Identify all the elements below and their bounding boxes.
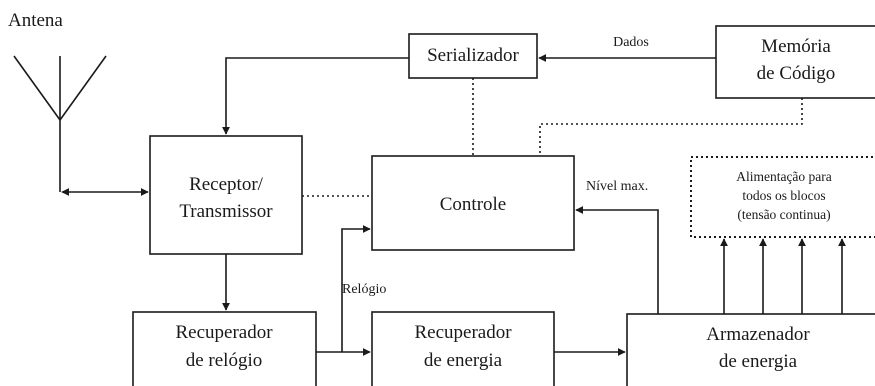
clock-recovery-label-line1: Recuperador xyxy=(175,322,273,343)
max-level-arrow xyxy=(575,206,659,314)
serializer-box xyxy=(408,33,538,79)
memory-control-dotted-link xyxy=(539,98,803,156)
transceiver-label-line1: Receptor/ xyxy=(189,174,264,195)
power-supply-label-line1: Alimentação para xyxy=(736,169,832,184)
power-supply-box xyxy=(690,156,875,238)
max-level-label: Nível max. xyxy=(586,179,648,194)
code-memory-label-line1: Memória xyxy=(761,36,831,57)
energy-storage-box xyxy=(626,313,875,386)
energy-storage-label-line1: Armazenador xyxy=(706,324,810,345)
code-memory-box xyxy=(715,25,875,99)
energy-storage-label-line2: de energia xyxy=(719,351,798,372)
transceiver-label-line2: Transmissor xyxy=(179,201,273,222)
data-label: Dados xyxy=(613,35,649,50)
clock-to-control-arrow xyxy=(341,225,371,352)
antenna-label: Antena xyxy=(8,10,63,31)
serializer-to-transceiver-arrow xyxy=(222,57,409,135)
energy-recovery-label-line2: de energia xyxy=(424,350,503,371)
power-supply-label-line3: (tensão continua) xyxy=(737,207,830,222)
code-memory-label-line2: de Código xyxy=(757,63,836,84)
energy-recovery-label-line1: Recuperador xyxy=(414,322,512,343)
power-supply-label-line2: todos os blocos xyxy=(742,188,825,203)
transceiver-box xyxy=(149,135,303,255)
clock-recovery-label-line2: de relógio xyxy=(186,350,263,371)
control-box xyxy=(371,155,575,251)
antenna-icon xyxy=(13,55,107,192)
serializer-label: Serializador xyxy=(427,45,519,66)
clock-label: Relógio xyxy=(342,282,386,297)
control-label: Controle xyxy=(440,194,507,215)
energy-recovery-box xyxy=(371,311,555,386)
